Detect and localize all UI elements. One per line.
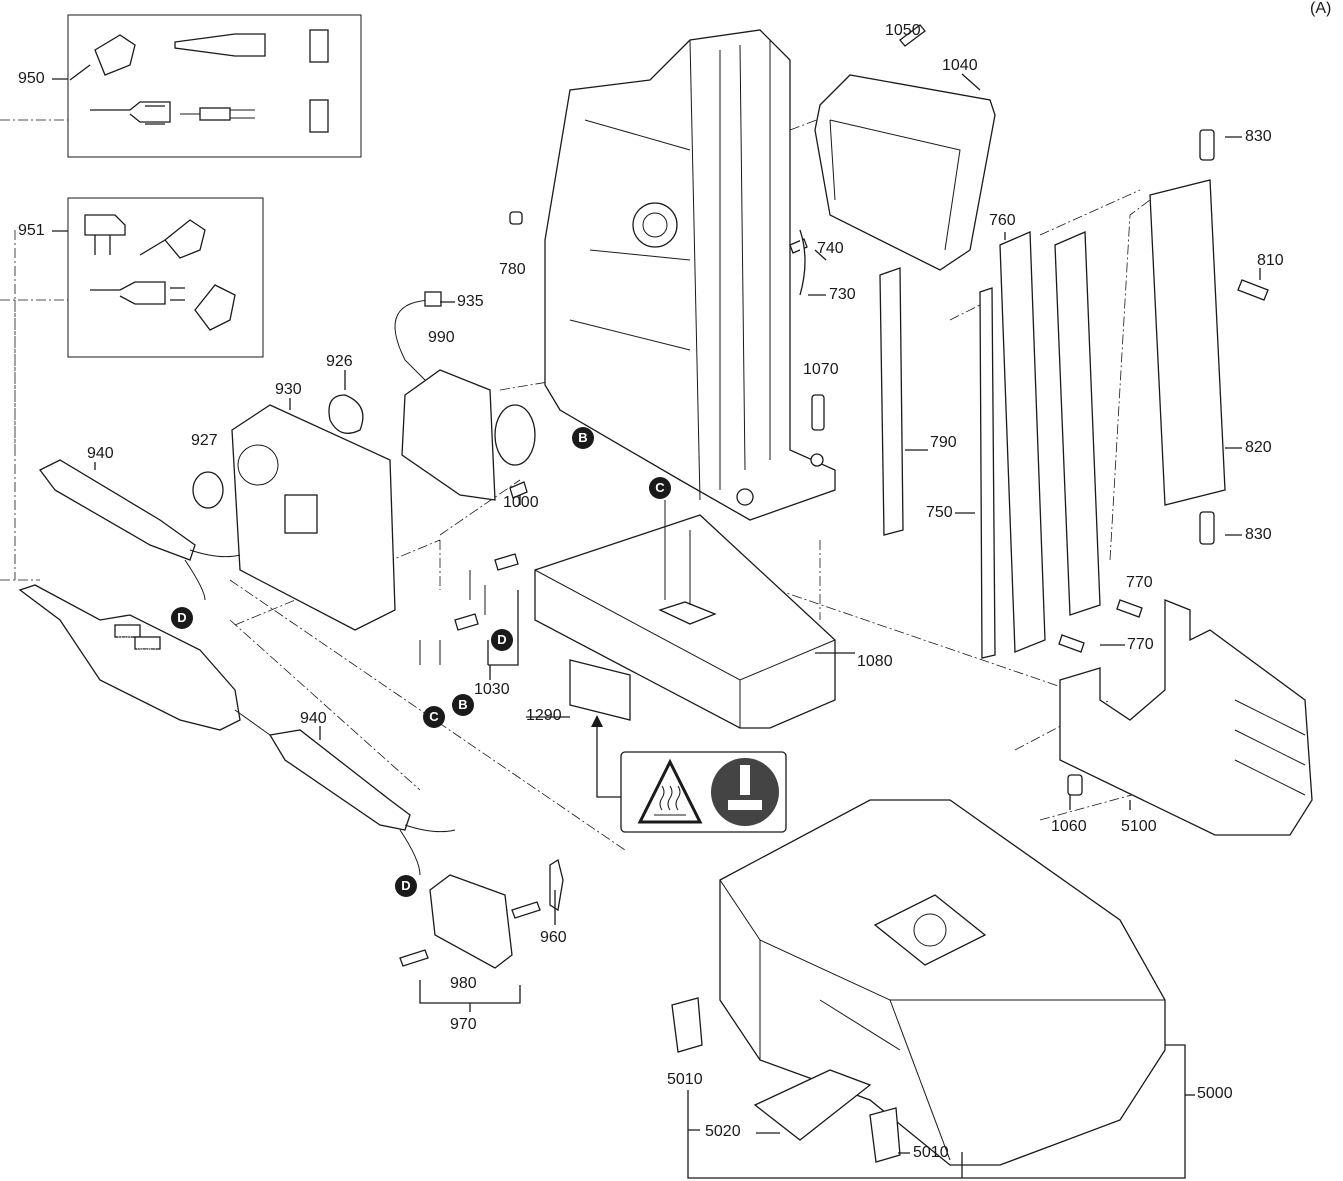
part-label-5010-left: 5010 xyxy=(667,1071,703,1088)
pcb-990 xyxy=(401,369,496,501)
part-label-820: 820 xyxy=(1245,439,1272,456)
part-label-5010-right: 5010 xyxy=(913,1144,949,1161)
connector-badge-d: D xyxy=(491,629,513,651)
part-label-770-lower: 770 xyxy=(1127,636,1154,653)
part-label-1040: 1040 xyxy=(942,57,978,74)
part-label-5020: 5020 xyxy=(705,1123,741,1140)
part-label-830-bottom: 830 xyxy=(1245,526,1272,543)
part-label-1060: 1060 xyxy=(1051,818,1087,835)
plug-set-950 xyxy=(67,14,362,158)
part-label-790: 790 xyxy=(930,434,957,451)
part-label-830-top: 830 xyxy=(1245,128,1272,145)
part-label-760: 760 xyxy=(989,212,1016,229)
part-label-926: 926 xyxy=(326,353,353,370)
test-button-label: TEST xyxy=(117,634,133,640)
latch-5010-right xyxy=(869,1107,901,1163)
connector-badge-d: D xyxy=(395,875,417,897)
knob-927 xyxy=(192,471,224,509)
connector-badge-c: C xyxy=(649,477,671,499)
part-label-1050: 1050 xyxy=(885,22,921,39)
manual-5020 xyxy=(753,1069,872,1141)
part-label-927: 927 xyxy=(191,432,218,449)
connector-badge-c: C xyxy=(423,706,445,728)
part-label-970: 970 xyxy=(450,1016,477,1033)
part-label-951: 951 xyxy=(18,222,45,239)
rack-790 xyxy=(879,267,904,536)
part-label-950: 950 xyxy=(18,70,45,87)
part-label-960: 960 xyxy=(540,929,567,946)
part-label-730: 730 xyxy=(829,286,856,303)
part-label-940-lower: 940 xyxy=(300,710,327,727)
reset-button-label: RESET xyxy=(137,646,158,652)
part-label-940-upper: 940 xyxy=(87,445,114,462)
connector-badge-d: D xyxy=(171,607,193,629)
part-label-1000: 1000 xyxy=(503,494,539,511)
strip-750 xyxy=(979,287,996,659)
cover-1040 xyxy=(814,74,996,271)
holder-980 xyxy=(429,874,513,969)
soldering-iron-upper xyxy=(39,459,241,601)
part-label-1070: 1070 xyxy=(803,361,839,378)
part-label-740: 740 xyxy=(817,240,844,257)
part-label-770-upper: 770 xyxy=(1126,574,1153,591)
hot-surface-warning-icon xyxy=(637,758,703,824)
connector-badge-b: B xyxy=(572,427,594,449)
part-label-930: 930 xyxy=(275,381,302,398)
part-label-935: 935 xyxy=(457,293,484,310)
rail-760 xyxy=(999,231,1046,653)
part-label-1080: 1080 xyxy=(857,653,893,670)
spring-730 xyxy=(799,229,806,296)
rail-820 xyxy=(1149,179,1226,506)
latch-5010-left xyxy=(671,997,703,1053)
rail-guide xyxy=(1054,231,1101,616)
part-label-5100: 5100 xyxy=(1121,818,1157,835)
screws xyxy=(399,24,1269,967)
part-label-980: 980 xyxy=(450,975,477,992)
soldering-pencil-lower xyxy=(18,584,456,876)
plug-set-951 xyxy=(67,197,264,358)
label-1290 xyxy=(569,659,631,721)
connector-badge-b: B xyxy=(452,694,474,716)
part-label-990: 990 xyxy=(428,329,455,346)
part-label-1030: 1030 xyxy=(474,681,510,698)
part-label-5000: 5000 xyxy=(1197,1085,1233,1102)
guard-5100 xyxy=(1059,599,1313,836)
switch-926 xyxy=(328,394,364,434)
column-frame xyxy=(544,29,836,521)
part-label-810: 810 xyxy=(1257,252,1284,269)
figure-label: (A) xyxy=(1310,0,1332,17)
part-label-780: 780 xyxy=(499,261,526,278)
part-label-1290: 1290 xyxy=(526,707,562,724)
part-label-750: 750 xyxy=(926,504,953,521)
warning-label xyxy=(591,715,787,833)
